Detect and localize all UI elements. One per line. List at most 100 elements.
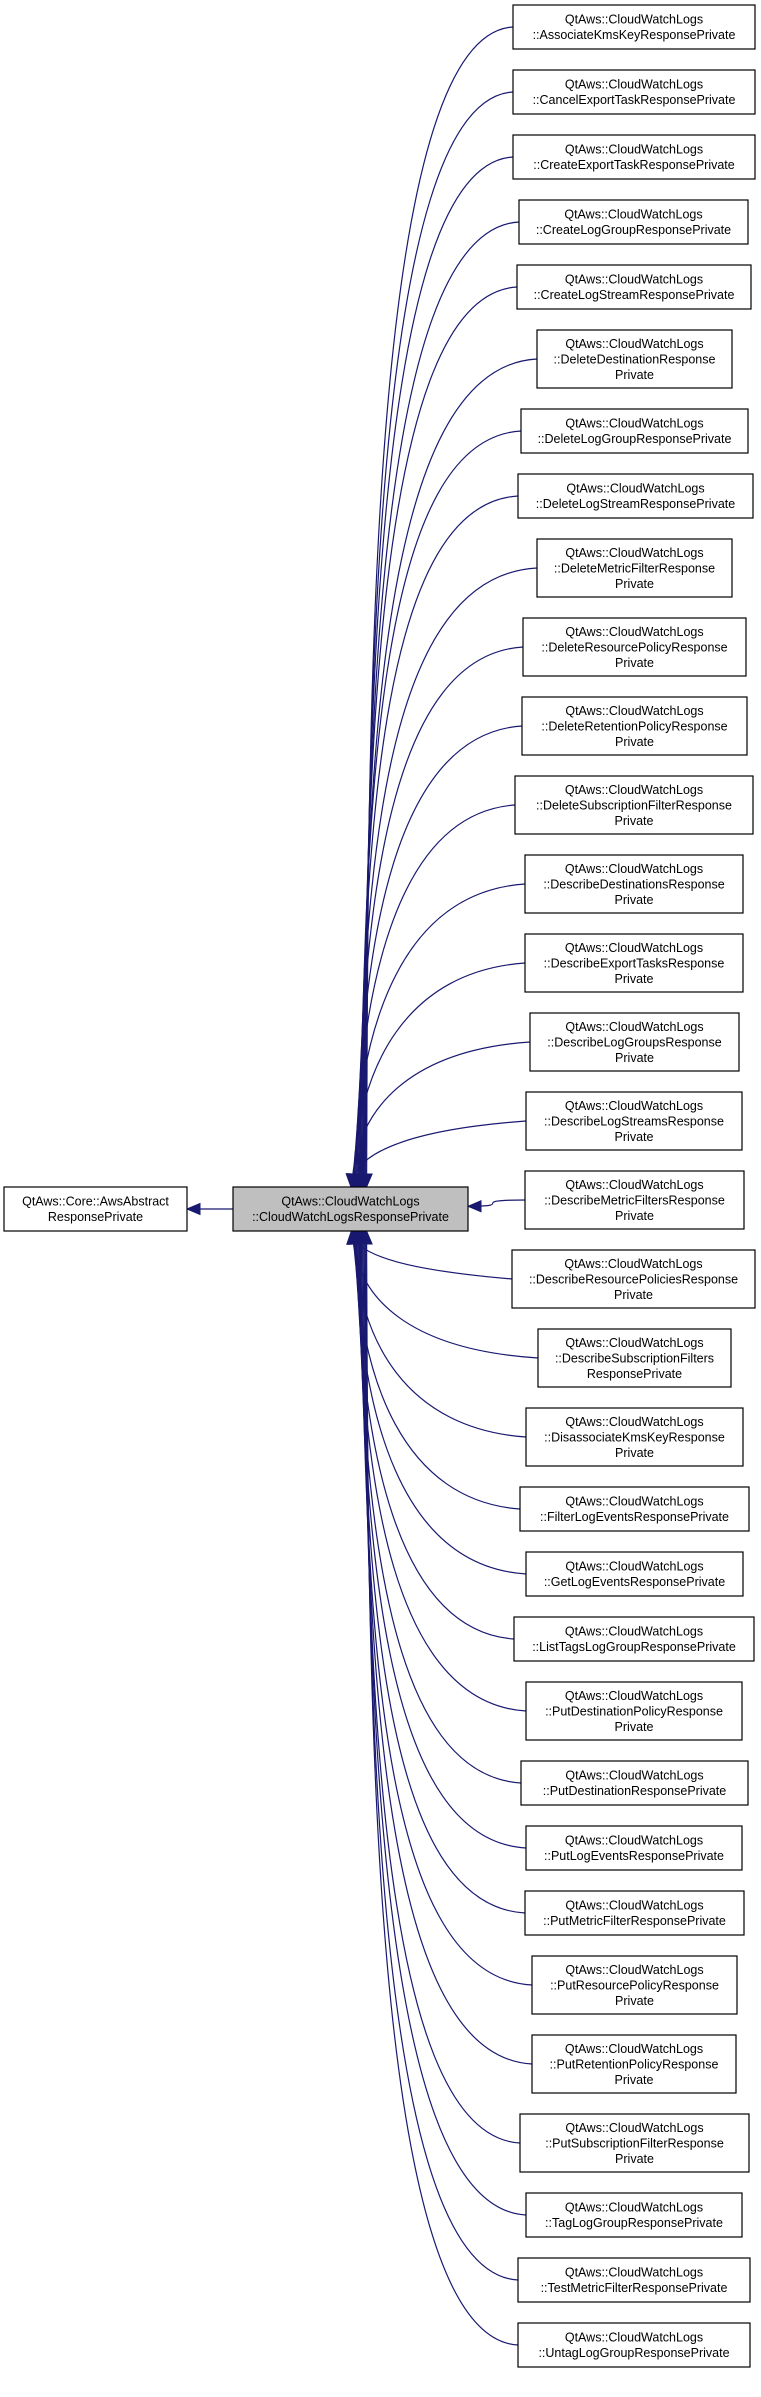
derived-class-node[interactable]: QtAws::CloudWatchLogs::PutSubscriptionFi… xyxy=(519,2113,750,2173)
derived-class-node[interactable]: QtAws::CloudWatchLogs::AssociateKmsKeyRe… xyxy=(512,4,756,50)
derived-class-node[interactable]: QtAws::CloudWatchLogs::TagLogGroupRespon… xyxy=(525,2192,743,2238)
derived-class-node-label-line: QtAws::CloudWatchLogs xyxy=(565,1963,703,1977)
derived-class-node-label-line: QtAws::CloudWatchLogs xyxy=(565,337,703,351)
derived-class-node[interactable]: QtAws::CloudWatchLogs::UntagLogGroupResp… xyxy=(517,2322,751,2368)
derived-class-node[interactable]: QtAws::CloudWatchLogs::CancelExportTaskR… xyxy=(512,69,756,115)
derived-class-node[interactable]: QtAws::CloudWatchLogs::PutRetentionPolic… xyxy=(531,2034,737,2094)
derived-class-node-box xyxy=(524,1890,745,1936)
derived-class-node[interactable]: QtAws::CloudWatchLogs::DescribeLogGroups… xyxy=(529,1012,740,1072)
derived-class-node-box xyxy=(520,408,749,454)
derived-class-node-label-line: QtAws::CloudWatchLogs xyxy=(565,862,703,876)
base-class-node-label-line: ResponsePrivate xyxy=(48,1210,143,1224)
derived-class-node-label-line: ::DeleteLogGroupResponsePrivate xyxy=(538,432,732,446)
derived-class-node-label-line: ::GetLogEventsResponsePrivate xyxy=(544,1575,725,1589)
derived-class-node[interactable]: QtAws::CloudWatchLogs::DescribeMetricFil… xyxy=(524,1170,745,1230)
derived-class-node-box xyxy=(514,775,754,835)
inheritance-edge xyxy=(363,1230,521,2144)
inheritance-edge xyxy=(355,1230,515,1640)
derived-class-node[interactable]: QtAws::CloudWatchLogs::DeleteSubscriptio… xyxy=(514,775,754,835)
derived-class-node[interactable]: QtAws::CloudWatchLogs::DeleteResourcePol… xyxy=(522,617,747,677)
derived-class-node-label-line: QtAws::CloudWatchLogs xyxy=(565,1625,703,1639)
derived-class-node[interactable]: QtAws::CloudWatchLogs::DeleteLogGroupRes… xyxy=(520,408,749,454)
derived-class-node[interactable]: QtAws::CloudWatchLogs::ListTagsLogGroupR… xyxy=(513,1616,755,1662)
derived-class-node-label-line: ::DescribeExportTasksResponse xyxy=(544,956,725,970)
derived-class-node-box xyxy=(522,617,747,677)
center-class-node[interactable]: QtAws::CloudWatchLogs::CloudWatchLogsRes… xyxy=(232,1186,469,1232)
edge-arrowhead xyxy=(466,1200,482,1213)
derived-class-node-box xyxy=(529,1012,740,1072)
derived-class-node-box xyxy=(516,264,752,310)
derived-class-node-box xyxy=(531,2034,737,2094)
derived-class-node[interactable]: QtAws::CloudWatchLogs::DeleteDestination… xyxy=(536,329,733,389)
derived-class-node[interactable]: QtAws::CloudWatchLogs::DescribeSubscript… xyxy=(537,1328,732,1388)
derived-class-node-label-line: QtAws::CloudWatchLogs xyxy=(565,783,703,797)
derived-class-node-label-line: Private xyxy=(615,893,654,907)
derived-class-node-label-line: QtAws::CloudWatchLogs xyxy=(565,1834,703,1848)
base-edge-arrowhead xyxy=(185,1202,201,1216)
derived-class-node[interactable]: QtAws::CloudWatchLogs::CreateLogGroupRes… xyxy=(518,199,749,245)
derived-class-node[interactable]: QtAws::CloudWatchLogs::CreateLogStreamRe… xyxy=(516,264,752,310)
derived-class-node-box xyxy=(525,1825,743,1871)
derived-class-node-box xyxy=(512,134,756,180)
base-class-node-box xyxy=(3,1186,188,1232)
derived-class-node-box xyxy=(518,199,749,245)
derived-class-node-label-line: ::PutMetricFilterResponsePrivate xyxy=(543,1914,726,1928)
derived-class-node-label-line: Private xyxy=(615,1209,654,1223)
derived-class-node[interactable]: QtAws::CloudWatchLogs::DeleteMetricFilte… xyxy=(536,538,733,598)
derived-class-node-box xyxy=(520,1760,749,1806)
derived-class-node-label-line: QtAws::CloudWatchLogs xyxy=(565,78,703,92)
inheritance-edge xyxy=(365,1230,519,2281)
derived-class-node-box xyxy=(525,1551,744,1597)
base-class-node-label-line: QtAws::Core::AwsAbstract xyxy=(22,1195,169,1209)
derived-class-node-label-line: ::ListTagsLogGroupResponsePrivate xyxy=(532,1640,736,1654)
derived-class-node[interactable]: QtAws::CloudWatchLogs::PutDestinationRes… xyxy=(520,1760,749,1806)
derived-class-node[interactable]: QtAws::CloudWatchLogs::PutDestinationPol… xyxy=(525,1681,743,1741)
derived-class-node[interactable]: QtAws::CloudWatchLogs::DescribeDestinati… xyxy=(524,854,744,914)
derived-class-node-label-line: QtAws::CloudWatchLogs xyxy=(565,1415,703,1429)
derived-class-node-label-line: QtAws::CloudWatchLogs xyxy=(565,273,703,287)
derived-class-node[interactable]: QtAws::CloudWatchLogs::DescribeExportTas… xyxy=(524,933,744,993)
derived-class-node-box xyxy=(531,1955,738,2015)
derived-class-node[interactable]: QtAws::CloudWatchLogs::CreateExportTaskR… xyxy=(512,134,756,180)
derived-class-node-label-line: QtAws::CloudWatchLogs xyxy=(565,546,703,560)
inheritance-edge xyxy=(351,1230,539,1359)
derived-class-node[interactable]: QtAws::CloudWatchLogs::DescribeLogStream… xyxy=(525,1091,743,1151)
derived-class-node[interactable]: QtAws::CloudWatchLogs::DisassociateKmsKe… xyxy=(525,1407,744,1467)
inheritance-edge xyxy=(352,1230,527,1438)
derived-class-node-box xyxy=(537,1328,732,1388)
derived-class-node-label-line: Private xyxy=(615,577,654,591)
derived-class-node-label-line: QtAws::CloudWatchLogs xyxy=(565,1769,703,1783)
derived-class-node[interactable]: QtAws::CloudWatchLogs::TestMetricFilterR… xyxy=(517,2257,751,2303)
derived-class-node-label-line: ::PutResourcePolicyResponse xyxy=(550,1978,719,1992)
inheritance-edge xyxy=(364,1230,527,2216)
derived-class-node-label-line: QtAws::CloudWatchLogs xyxy=(565,417,703,431)
derived-class-node[interactable]: QtAws::CloudWatchLogs::PutMetricFilterRe… xyxy=(524,1890,745,1936)
derived-class-node[interactable]: QtAws::CloudWatchLogs::DeleteLogStreamRe… xyxy=(517,473,754,519)
derived-class-node[interactable]: QtAws::CloudWatchLogs::FilterLogEventsRe… xyxy=(519,1486,750,1532)
derived-class-node-label-line: Private xyxy=(615,1051,654,1065)
derived-class-node-box xyxy=(513,1616,755,1662)
inheritance-edge xyxy=(350,1120,527,1188)
derived-class-node-box xyxy=(536,538,733,598)
inheritance-edge xyxy=(354,1230,527,1575)
edge-arrowhead xyxy=(360,1229,373,1245)
inheritance-edge xyxy=(360,1230,533,1986)
derived-class-node[interactable]: QtAws::CloudWatchLogs::PutResourcePolicy… xyxy=(531,1955,738,2015)
derived-class-node-label-line: QtAws::CloudWatchLogs xyxy=(565,941,703,955)
derived-class-node[interactable]: QtAws::CloudWatchLogs::DeleteRetentionPo… xyxy=(521,696,748,756)
derived-class-node-label-line: ::DeleteDestinationResponse xyxy=(554,352,716,366)
inheritance-edge xyxy=(352,962,526,1188)
derived-class-node-label-line: Private xyxy=(615,1446,654,1460)
derived-class-node-label-line: QtAws::CloudWatchLogs xyxy=(565,1099,703,1113)
derived-class-node[interactable]: QtAws::CloudWatchLogs::DescribeResourceP… xyxy=(511,1249,756,1309)
derived-class-node-label-line: QtAws::CloudWatchLogs xyxy=(565,143,703,157)
derived-class-node-label-line: ::TestMetricFilterResponsePrivate xyxy=(541,2281,728,2295)
nodes-layer: QtAws::Core::AwsAbstractResponsePrivateQ… xyxy=(3,4,756,2368)
derived-class-node-label-line: QtAws::CloudWatchLogs xyxy=(565,13,703,27)
derived-class-node-label-line: Private xyxy=(615,735,654,749)
derived-class-node[interactable]: QtAws::CloudWatchLogs::GetLogEventsRespo… xyxy=(525,1551,744,1597)
derived-class-node-box xyxy=(511,1249,756,1309)
derived-class-node[interactable]: QtAws::CloudWatchLogs::PutLogEventsRespo… xyxy=(525,1825,743,1871)
derived-class-node-label-line: Private xyxy=(615,1720,654,1734)
